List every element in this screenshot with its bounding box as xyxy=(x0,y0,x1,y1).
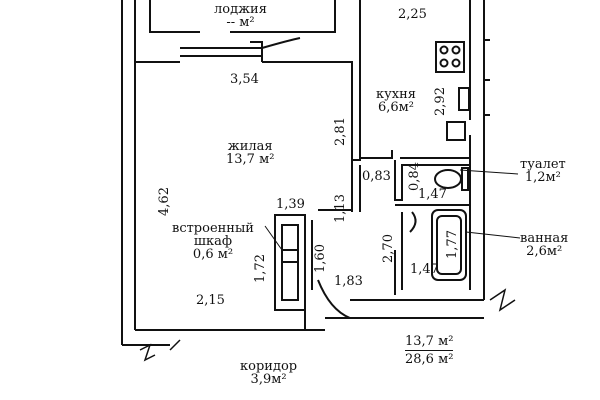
dim-2-70: 2,70 xyxy=(380,234,396,263)
dim-1-47-toilet: 1,47 xyxy=(418,187,447,202)
dim-1-60: 1,60 xyxy=(312,244,328,273)
dim-2-81: 2,81 xyxy=(332,117,348,146)
dim-3-54: 3,54 xyxy=(230,72,259,87)
corridor-bottom-wall xyxy=(350,299,484,319)
bathroom-label: ванная 2,6м² xyxy=(520,231,569,259)
dim-0-83: 0,83 xyxy=(362,169,391,184)
break-mark-right xyxy=(489,288,516,312)
bath-walls xyxy=(394,204,470,295)
dim-1-72: 1,72 xyxy=(252,254,268,283)
dim-1-47-bath: 1,47 xyxy=(410,262,439,277)
right-outer-wall xyxy=(469,0,485,300)
kitchen-bottom-wall xyxy=(360,150,470,159)
toilet-label: туалет 1,2м² xyxy=(520,157,566,185)
closet-shelves xyxy=(283,249,297,263)
corridor-partition xyxy=(311,209,352,290)
loggia-wall xyxy=(149,0,336,33)
dim-1-39: 1,39 xyxy=(276,197,305,212)
dim-2-15: 2,15 xyxy=(196,293,225,308)
closet-label: встроенный шкаф 0,6 м² xyxy=(172,221,254,262)
right-wall-ticks xyxy=(484,39,490,116)
dim-1-13: 1,13 xyxy=(332,194,348,223)
dim-2-92: 2,92 xyxy=(432,87,448,116)
loggia-window xyxy=(180,41,263,62)
toilet-walls xyxy=(394,160,470,201)
loggia-label: лоджия -- м² xyxy=(214,2,267,30)
kitchen-door-gap xyxy=(351,160,361,212)
left-outer-wall xyxy=(121,0,136,345)
living-room-label: жилая 13,7 м² xyxy=(226,139,275,167)
break-mark-left xyxy=(139,343,156,362)
dim-4-62: 4,62 xyxy=(156,187,172,216)
dim-2-25: 2,25 xyxy=(398,7,427,22)
kitchen-sink xyxy=(458,87,470,111)
totals-label: 13,7 м² 28,6 м² xyxy=(405,334,454,367)
entrance-door xyxy=(317,279,351,319)
dim-1-83: 1,83 xyxy=(334,274,363,289)
corridor-label: коридор 3,9м² xyxy=(240,359,298,387)
loggia-door-swing xyxy=(261,37,301,49)
bathtub xyxy=(431,209,467,281)
stove xyxy=(435,41,465,73)
toilet-bowl xyxy=(434,169,462,189)
dim-1-77: 1,77 xyxy=(444,230,460,259)
toilet-tank xyxy=(461,167,469,191)
kitchen-label: кухня 6,6м² xyxy=(376,87,416,115)
living-bottom-wall xyxy=(122,329,305,346)
